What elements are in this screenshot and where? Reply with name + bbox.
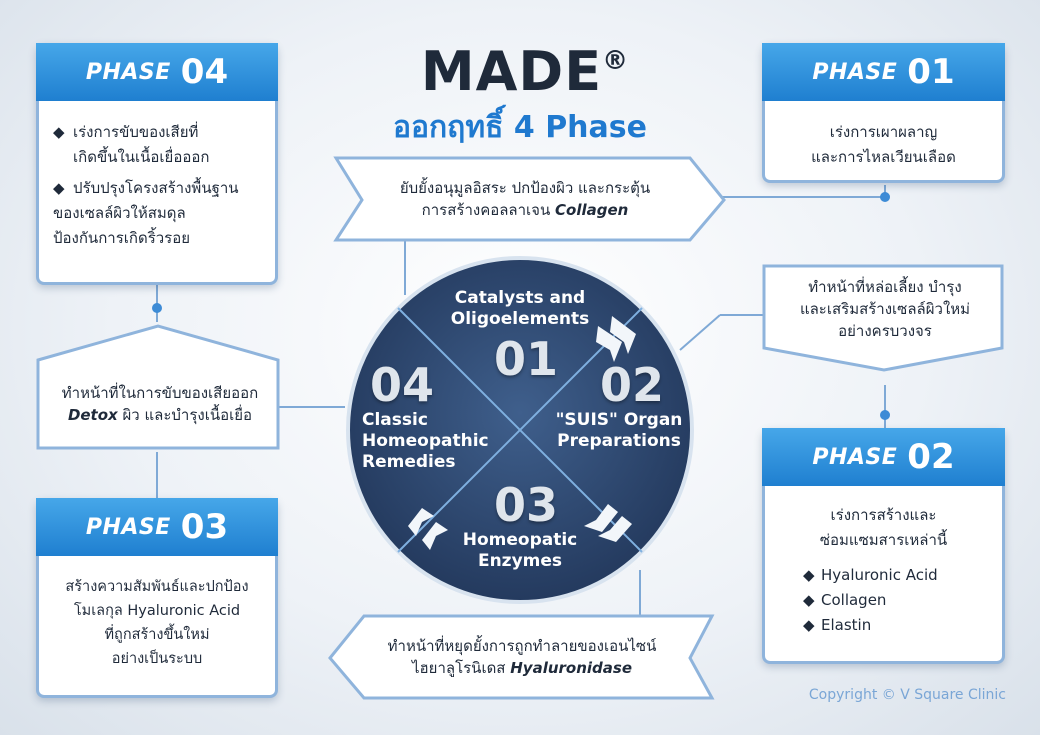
- phase-number: 03: [180, 507, 229, 547]
- banner-right-shape: [762, 264, 1004, 372]
- banner-emphasis: Detox: [67, 406, 118, 424]
- circle-quadrant-4-number: 04: [370, 358, 435, 412]
- banner-left: ทำหน้าที่ในการขับของเสียออก Detox ผิว แล…: [42, 362, 278, 446]
- bullet-line: เกิดขึ้นในเนื้อเยื่อออก: [73, 148, 210, 166]
- banner-top: ยับยั้งอนุมูลอิสระ ปกป้องผิว และกระตุ้น …: [360, 160, 690, 238]
- phase-04-header: PHASE 04: [36, 43, 278, 101]
- banner-bottom: ทำหน้าที่หยุดยั้งการถูกทำลายของเอนไซน์ ไ…: [362, 618, 682, 696]
- banner-emphasis: Collagen: [555, 201, 629, 219]
- banner-line: การสร้างคอลลาเจน: [421, 201, 551, 219]
- phase-text-line: เร่งการเผาผลาญ: [829, 123, 938, 141]
- page-title: MADE®: [420, 40, 630, 103]
- phase-label: PHASE: [812, 59, 898, 85]
- banner-line: อย่างครบวงจร: [838, 322, 932, 340]
- phase-text-line: โมเลกุล Hyaluronic Acid: [73, 603, 241, 619]
- phase-text-line: เร่งการสร้างและ: [830, 506, 937, 524]
- banner-line: ไฮยาลูโรนิเดส: [411, 659, 506, 677]
- diamond-bullet-icon: ◆: [803, 591, 815, 609]
- diamond-bullet-icon: ◆: [803, 616, 815, 634]
- banner-emphasis: Hyaluronidase: [510, 659, 633, 677]
- phase-number: 01: [907, 52, 955, 92]
- phase-01-card: PHASE 01 เร่งการเผาผลาญ และการไหลเวียนเล…: [762, 43, 1005, 183]
- circle-quadrant-3-number: 03: [494, 478, 559, 532]
- banner-left-shape: [36, 324, 280, 450]
- phase-text-line: และการไหลเวียนเลือด: [811, 148, 956, 166]
- page-subtitle: ออกฤทธิ์ 4 Phase: [392, 110, 647, 145]
- phase-number: 02: [907, 437, 955, 477]
- circle-quadrant-1-number: 01: [494, 332, 559, 386]
- phase-circle: [346, 256, 694, 604]
- phase-text-line: สร้างความสัมพันธ์และปกป้อง: [65, 579, 249, 595]
- bullet-line: ปรับปรุงโครงสร้างพื้นฐาน: [73, 179, 239, 197]
- chevron-icon: [408, 316, 636, 550]
- banner-line: ผิว และบำรุงเนื้อเยื่อ: [122, 406, 253, 424]
- list-item: ◆Elastin: [803, 613, 986, 638]
- list-item: ◆Collagen: [803, 588, 986, 613]
- banner-line: ทำหน้าที่หล่อเลี้ยง บำรุง: [808, 278, 962, 296]
- phase-text-line: ซ่อมแซมสารเหล่านี้: [819, 531, 948, 549]
- phase-02-header: PHASE 02: [762, 428, 1005, 486]
- phase-04-card: PHASE 04 ◆ เร่งการขับของเสียที่ เกิดขึ้น…: [36, 43, 278, 285]
- phase-label: PHASE: [85, 514, 171, 540]
- phase-label: PHASE: [85, 59, 171, 85]
- phase-04-bullet: ◆ ปรับปรุงโครงสร้างพื้นฐาน ของเซลล์ผิวให…: [53, 176, 261, 251]
- phase-03-card: PHASE 03 สร้างความสัมพันธ์และปกป้อง โมเล…: [36, 498, 278, 698]
- phase-text-line: อย่างเป็นระบบ: [111, 651, 203, 667]
- banner-line: ยับยั้งอนุมูลอิสระ ปกป้องผิว และกระตุ้น: [399, 179, 651, 197]
- banner-line: ทำหน้าที่หยุดยั้งการถูกทำลายของเอนไซน์: [387, 637, 657, 655]
- copyright-text: Copyright © V Square Clinic: [808, 687, 1006, 703]
- bullet-line: ป้องกันการเกิดริ้วรอย: [53, 229, 191, 247]
- phase-01-header: PHASE 01: [762, 43, 1005, 101]
- phase-04-bullet: ◆ เร่งการขับของเสียที่ เกิดขึ้นในเนื้อเย…: [53, 120, 261, 170]
- circle-quadrant-2-number: 02: [600, 358, 665, 412]
- banner-bottom-shape: [328, 614, 715, 700]
- bullet-line: ของเซลล์ผิวให้สมดุล: [53, 204, 186, 222]
- phase-text-line: ที่ถูกสร้างขึ้นใหม่: [104, 627, 210, 643]
- banner-right: ทำหน้าที่หล่อเลี้ยง บำรุง และเสริมสร้างเ…: [770, 268, 1000, 350]
- diamond-bullet-icon: ◆: [53, 179, 65, 197]
- phase-03-header: PHASE 03: [36, 498, 278, 556]
- diamond-bullet-icon: ◆: [803, 566, 815, 584]
- banner-top-shape: [333, 156, 726, 242]
- diamond-bullet-icon: ◆: [53, 123, 65, 141]
- banner-line: ทำหน้าที่ในการขับของเสียออก: [61, 384, 259, 402]
- registered-mark: ®: [602, 46, 630, 76]
- phase-label: PHASE: [812, 444, 898, 470]
- phase-02-card: PHASE 02 เร่งการสร้างและ ซ่อมแซมสารเหล่า…: [762, 428, 1005, 664]
- bullet-line: เร่งการขับของเสียที่: [73, 123, 199, 141]
- phase-number: 04: [180, 52, 229, 92]
- banner-line: และเสริมสร้างเซลล์ผิวใหม่: [799, 300, 971, 318]
- list-item: ◆Hyaluronic Acid: [803, 563, 986, 588]
